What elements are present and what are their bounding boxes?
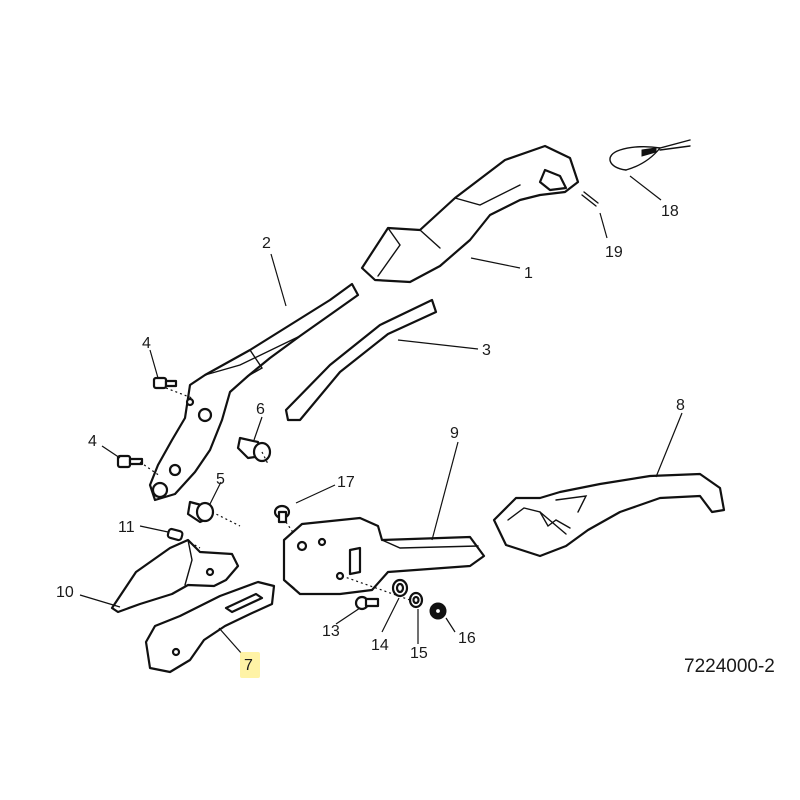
part-15-washer: [408, 591, 424, 609]
leader-lines: [79, 175, 683, 655]
part-6-bolt: [236, 436, 272, 463]
callout-4-upper: 4: [142, 335, 151, 352]
callout-11: 11: [118, 519, 135, 536]
callout-15: 15: [410, 645, 428, 662]
callout-10: 10: [56, 584, 74, 601]
part-16-nut: [429, 602, 447, 620]
callout-6: 6: [256, 401, 265, 418]
part-13-screw: [354, 595, 380, 611]
callout-2: 2: [262, 235, 271, 252]
part-18-lanyard: [609, 139, 691, 171]
callout-4-lower: 4: [88, 433, 97, 450]
callout-3: 3: [482, 342, 491, 359]
callout-17: 17: [337, 474, 355, 491]
part-19-pin: [581, 191, 599, 207]
part-9-ratchet-plate: [282, 516, 486, 596]
part-11-pin: [166, 527, 184, 542]
part-7-side-plate: [144, 580, 276, 674]
part-14-washer: [391, 578, 409, 598]
part-4-screw-lower: [116, 454, 144, 469]
callout-1: 1: [524, 265, 533, 282]
part-1-upper-handle: [360, 144, 580, 284]
callout-7: 7: [244, 657, 253, 674]
part-10-blade: [110, 538, 240, 614]
part-8-lower-handle: [492, 472, 726, 558]
callout-19: 19: [605, 244, 623, 261]
callout-5: 5: [216, 471, 225, 488]
part-2-jaw-arm: [148, 282, 360, 502]
callout-16: 16: [458, 630, 476, 647]
callout-8: 8: [676, 397, 685, 414]
part-4-screw-upper: [152, 376, 178, 390]
part-5-bolt: [186, 500, 215, 524]
callout-18: 18: [661, 203, 679, 220]
callout-7-highlight: [240, 652, 260, 678]
callout-14: 14: [371, 637, 389, 654]
part-17-screw: [273, 504, 291, 524]
callout-13: 13: [322, 623, 340, 640]
callout-9: 9: [450, 425, 459, 442]
drawing-number: 7224000-2: [684, 656, 775, 677]
part-3-blade-strip: [284, 298, 438, 422]
